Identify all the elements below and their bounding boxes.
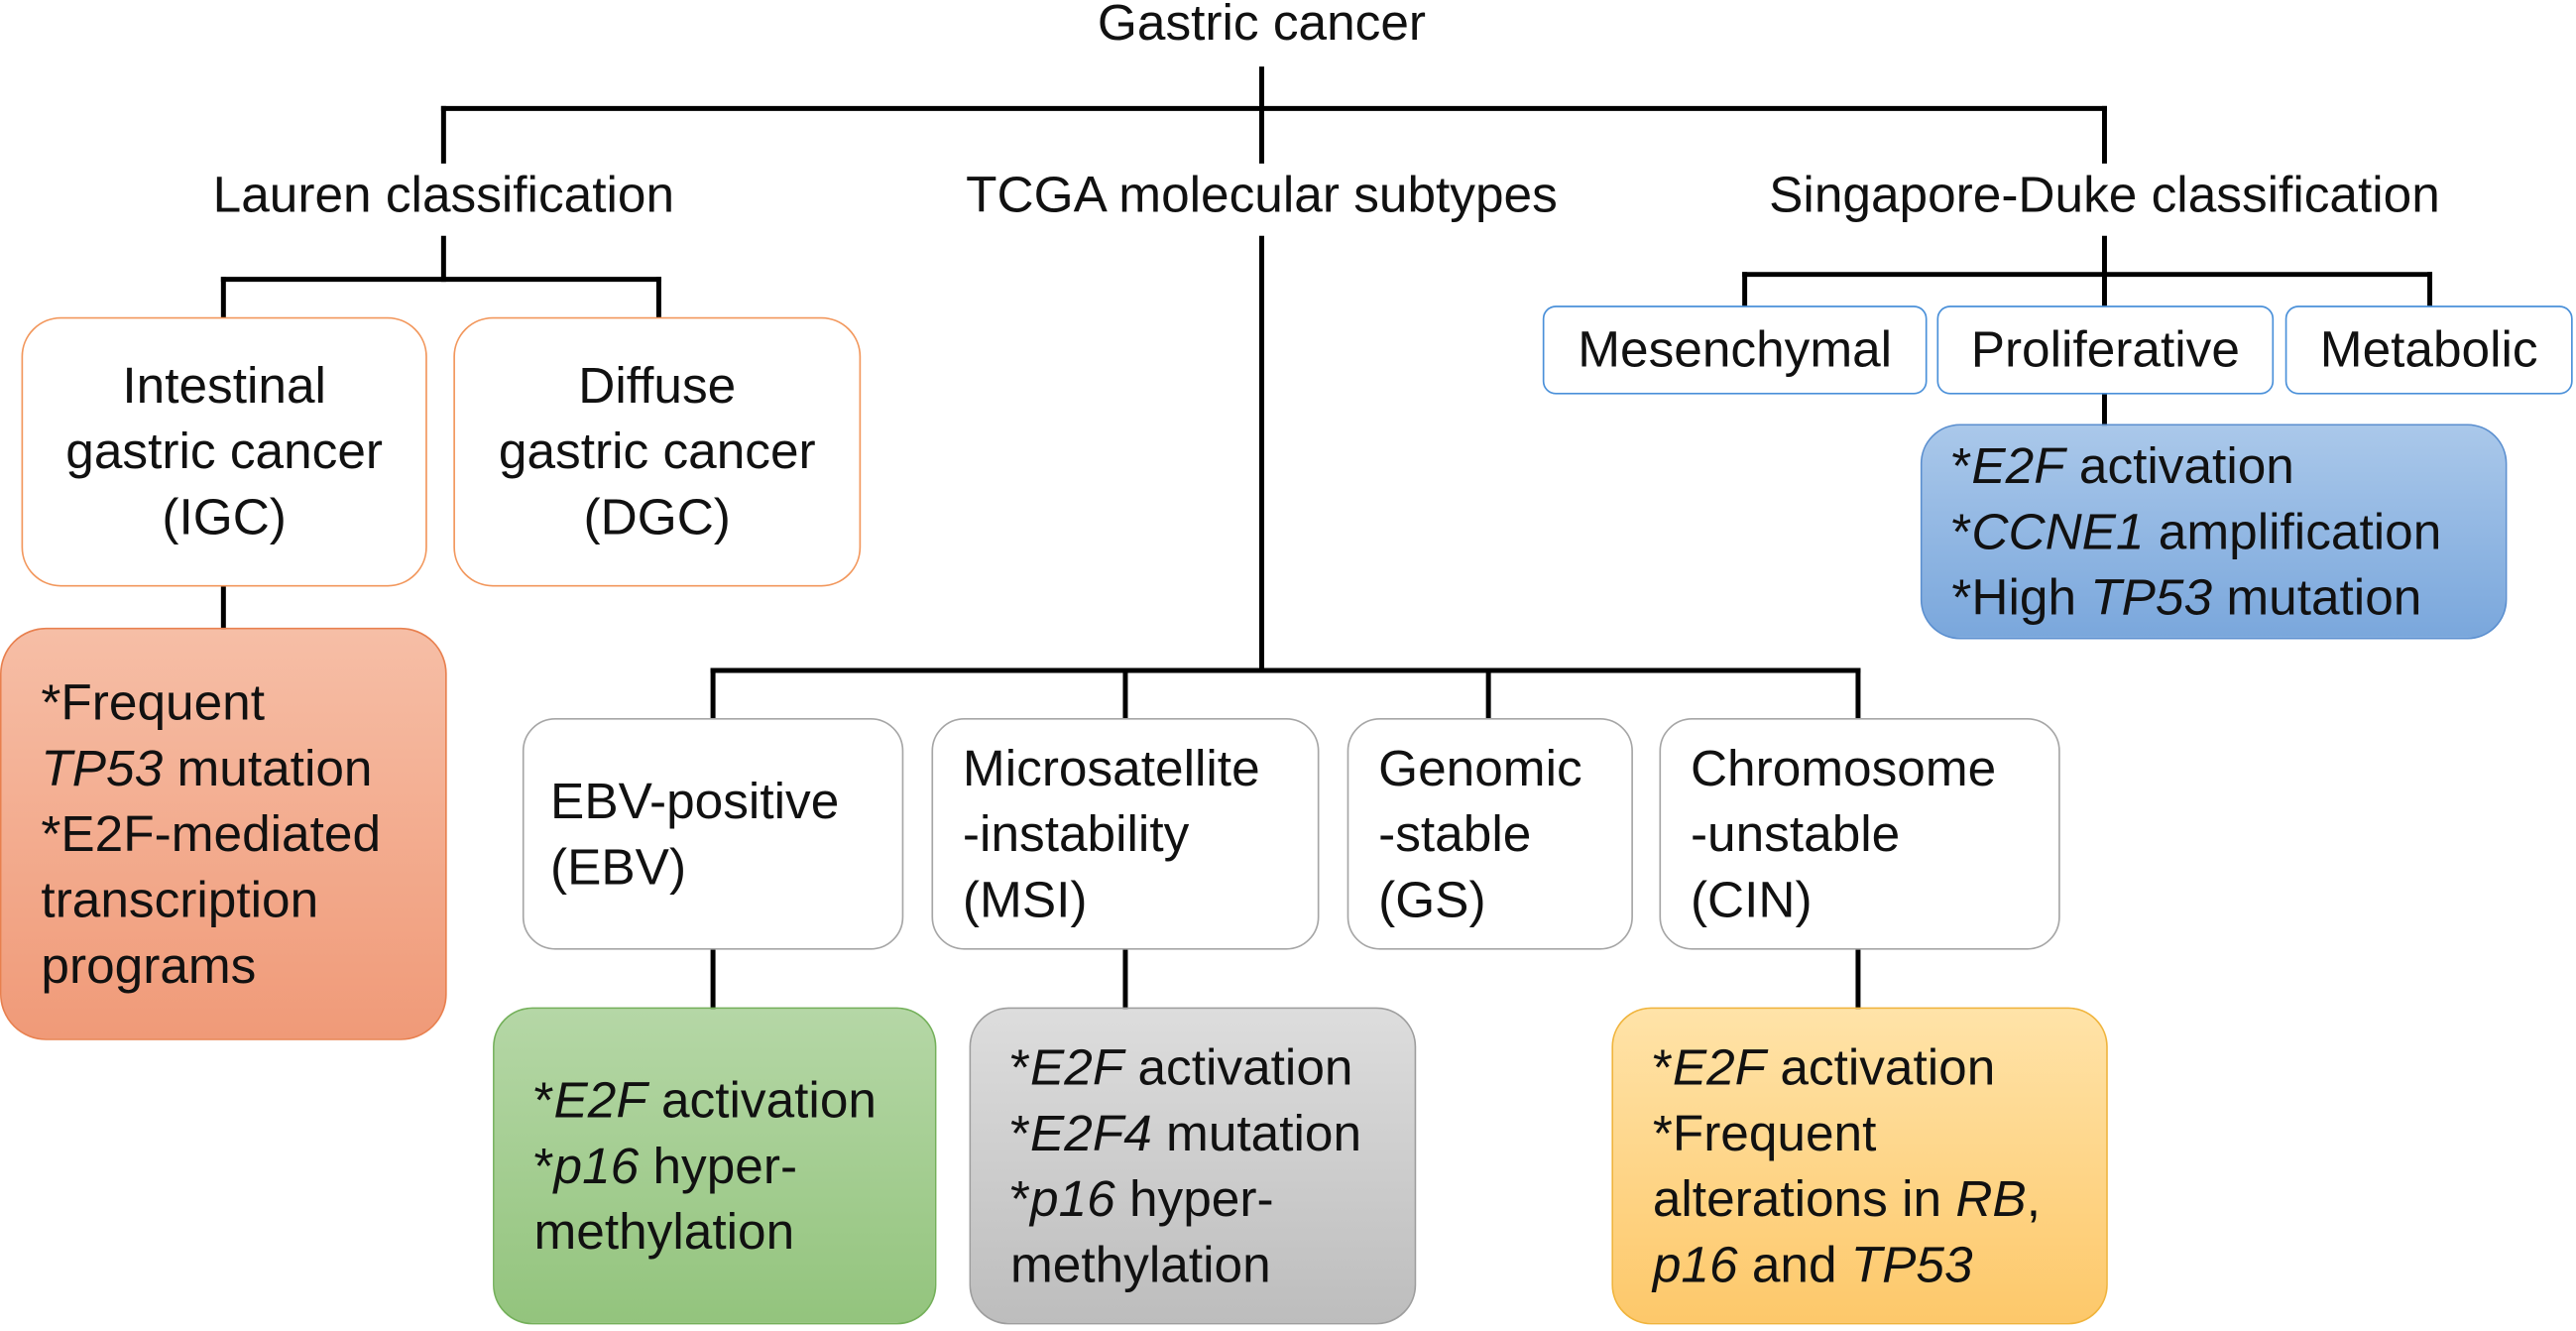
- feature-line: transcription: [41, 870, 319, 928]
- mesenchymal-node: Mesenchymal: [1542, 305, 1928, 395]
- feature-text: *: [533, 1070, 554, 1129]
- feature-text: mutation: [2212, 567, 2422, 626]
- node-line: (MSI): [962, 870, 1088, 928]
- feature-line: *E2F-mediated: [41, 803, 382, 862]
- msi-features-box: *E2F activation *E2F4 mutation *p16 hype…: [969, 1007, 1417, 1325]
- gene-name: E2F: [1971, 435, 2065, 494]
- node-line: -unstable: [1690, 803, 1901, 862]
- node-line: (DGC): [583, 488, 731, 546]
- feature-line: p16 and TP53: [1653, 1232, 1973, 1297]
- feature-text: *: [1951, 502, 1972, 560]
- node-line: (GS): [1378, 870, 1486, 928]
- root-title: Gastric cancer: [1097, 0, 1427, 52]
- microsatellite-instability-node: Microsatellite -instability (MSI): [931, 718, 1320, 950]
- feature-text: activation: [646, 1070, 877, 1129]
- feature-text: hyper-: [639, 1136, 798, 1194]
- singapore-duke-classification-label: Singapore-Duke classification: [1769, 166, 2440, 224]
- tcga-subtypes-label: TCGA molecular subtypes: [966, 166, 1558, 224]
- gene-name: TP53: [2090, 567, 2213, 626]
- feature-line: TP53 mutation: [41, 735, 372, 800]
- feature-text: and: [1737, 1235, 1851, 1293]
- node-line: gastric cancer: [65, 422, 384, 480]
- feature-line: *E2F activation: [1010, 1034, 1352, 1100]
- feature-line: *Frequent: [41, 672, 265, 731]
- feature-text: *: [1009, 1037, 1030, 1096]
- node-line: Chromosome: [1690, 738, 1997, 796]
- feature-text: ,: [2026, 1168, 2042, 1227]
- proliferative-features-box: *E2F activation *CCNE1 amplification *Hi…: [1920, 424, 2508, 640]
- feature-text: *: [533, 1136, 554, 1194]
- feature-text: *: [1951, 435, 1972, 494]
- feature-line: *E2F4 mutation: [1010, 1100, 1361, 1165]
- feature-text: activation: [1766, 1037, 1996, 1096]
- gene-name: E2F4: [1029, 1103, 1152, 1161]
- feature-text: amplification: [2144, 502, 2442, 560]
- feature-line: *CCNE1 amplification: [1951, 499, 2441, 564]
- node-line: Genomic: [1378, 738, 1582, 796]
- gene-name: TP53: [1850, 1235, 1973, 1293]
- metabolic-node: Metabolic: [2284, 305, 2573, 395]
- lauren-classification-label: Lauren classification: [212, 166, 675, 224]
- feature-text: alterations in: [1652, 1168, 1956, 1227]
- gene-name: E2F: [1029, 1037, 1124, 1096]
- node-line: (IGC): [162, 488, 287, 546]
- gene-name: TP53: [41, 738, 164, 796]
- node-line: Mesenchymal: [1578, 320, 1893, 379]
- feature-text: mutation: [1151, 1103, 1362, 1161]
- node-line: Proliferative: [1970, 320, 2240, 379]
- node-line: -stable: [1378, 803, 1532, 862]
- ebv-features-box: *E2F activation *p16 hyper- methylation: [493, 1007, 937, 1325]
- feature-line: alterations in RB,: [1653, 1165, 2041, 1231]
- feature-text: *: [1009, 1168, 1030, 1227]
- feature-line: *E2F activation: [1653, 1034, 1995, 1100]
- feature-text: activation: [2064, 435, 2294, 494]
- diffuse-gastric-cancer-node: Diffuse gastric cancer (DGC): [453, 316, 862, 587]
- cin-features-box: *E2F activation *Frequent alterations in…: [1611, 1007, 2108, 1325]
- intestinal-features-box: *Frequent TP53 mutation *E2F-mediated tr…: [0, 627, 447, 1040]
- node-line: (EBV): [550, 837, 687, 896]
- genomic-stable-node: Genomic -stable (GS): [1347, 718, 1633, 950]
- feature-line: methylation: [1009, 1235, 1271, 1293]
- gene-name: E2F: [1672, 1037, 1767, 1096]
- feature-line: *p16 hyper-: [533, 1133, 797, 1198]
- feature-text: *High: [1951, 567, 2091, 626]
- feature-text: mutation: [163, 738, 373, 796]
- feature-line: *E2F activation: [1951, 433, 2293, 499]
- node-line: Microsatellite: [962, 738, 1260, 796]
- node-line: Intestinal: [122, 356, 326, 415]
- proliferative-node: Proliferative: [1936, 305, 2275, 395]
- feature-text: hyper-: [1114, 1168, 1274, 1227]
- chromosome-unstable-node: Chromosome -unstable (CIN): [1659, 718, 2060, 950]
- feature-line: programs: [41, 935, 257, 994]
- feature-line: *Frequent: [1652, 1103, 1877, 1161]
- feature-line: methylation: [533, 1201, 795, 1260]
- gene-name: CCNE1: [1971, 502, 2145, 560]
- gene-name: p16: [1029, 1168, 1115, 1227]
- gene-name: E2F: [553, 1070, 647, 1129]
- intestinal-gastric-cancer-node: Intestinal gastric cancer (IGC): [21, 316, 427, 587]
- feature-line: *E2F activation: [533, 1067, 876, 1133]
- node-line: Diffuse: [578, 356, 737, 415]
- gene-name: p16: [1652, 1235, 1738, 1293]
- node-line: -instability: [962, 803, 1190, 862]
- node-line: gastric cancer: [498, 422, 816, 480]
- gene-name: RB: [1955, 1168, 2027, 1227]
- node-line: Metabolic: [2319, 320, 2538, 379]
- node-line: EBV-positive: [550, 771, 840, 829]
- feature-line: *High TP53 mutation: [1951, 564, 2421, 630]
- feature-text: *: [1652, 1037, 1673, 1096]
- node-line: (CIN): [1690, 870, 1813, 928]
- gene-name: p16: [553, 1136, 640, 1194]
- ebv-positive-node: EBV-positive (EBV): [522, 718, 904, 950]
- feature-line: *p16 hyper-: [1010, 1165, 1274, 1231]
- feature-text: activation: [1123, 1037, 1353, 1096]
- feature-text: *: [1009, 1103, 1030, 1161]
